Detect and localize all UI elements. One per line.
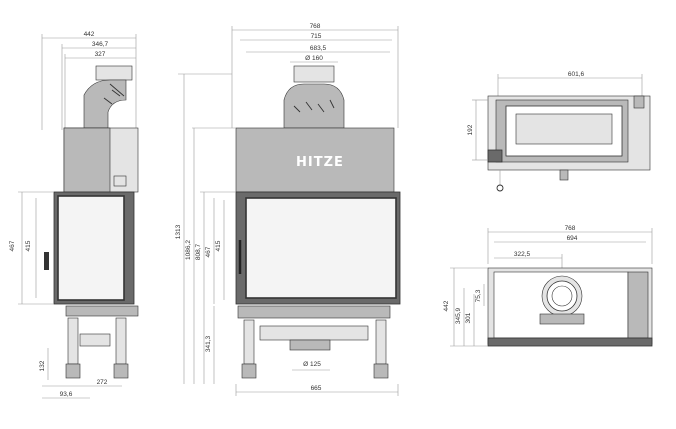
front-air-inlet-dim: Ø 125 [303, 361, 321, 368]
front-upper-housing [235, 127, 395, 193]
top-width-dim: 601,6 [568, 71, 585, 78]
front-flue-diameter-dim: Ø 160 [305, 55, 323, 62]
side-top-inner-dim: 327 [95, 51, 106, 58]
plan-flue-offset-dim: 322,5 [514, 251, 531, 258]
side-stand-top [65, 305, 139, 317]
side-door-handle [44, 252, 49, 270]
front-view: 768 715 683,5 Ø 160 HITZE 1313 1086,2 80… [175, 23, 401, 396]
front-air-box [259, 325, 369, 341]
plan-overall-dim: 768 [565, 225, 576, 232]
brand-logo: HITZE [296, 155, 344, 170]
top-depth-dim: 192 [467, 124, 474, 135]
side-flue-collar [95, 65, 133, 81]
side-left-inner-dim: 415 [25, 240, 32, 251]
side-bottom-width-dim: 272 [97, 379, 108, 386]
side-glass-door [57, 195, 125, 301]
front-height-4-dim: 467 [205, 246, 212, 257]
plan-depth-2-dim: 345,9 [455, 307, 462, 324]
front-top-overall-dim: 768 [310, 23, 321, 30]
side-left-outer-dim: 467 [9, 240, 16, 251]
plan-view: 768 694 322,5 442 345,9 301 75,3 [443, 225, 653, 347]
front-top-mid-dim: 715 [311, 33, 322, 40]
front-stand-top [237, 305, 391, 319]
front-height-total-dim: 1313 [175, 224, 182, 239]
front-flue-collar [293, 65, 335, 83]
side-view: 442 346,7 327 467 415 [9, 31, 139, 399]
side-flue-elbow [83, 79, 127, 129]
front-flue-body [283, 83, 345, 129]
front-height-5-dim: 415 [215, 240, 222, 251]
front-bottom-width-dim: 665 [311, 385, 322, 392]
plan-depth-4-dim: 75,3 [475, 289, 482, 302]
side-bottom-offset-dim: 93,6 [60, 391, 73, 398]
plan-inner-dim: 694 [567, 235, 578, 242]
front-glass-door [245, 197, 397, 299]
plan-depth-total-dim: 442 [443, 300, 450, 311]
side-top-mid-dim: 346,7 [92, 41, 109, 48]
side-top-overall-dim: 442 [84, 31, 95, 38]
top-view: 601,6 192 [467, 71, 651, 192]
plan-depth-3-dim: 301 [465, 312, 472, 323]
front-height-2-dim: 1086,2 [185, 240, 192, 260]
front-top-inner-dim: 683,5 [310, 45, 327, 52]
side-bottom-height-dim: 132 [39, 360, 46, 371]
front-height-3-dim: 808,7 [195, 243, 202, 260]
front-height-6-dim: 341,3 [205, 335, 212, 352]
